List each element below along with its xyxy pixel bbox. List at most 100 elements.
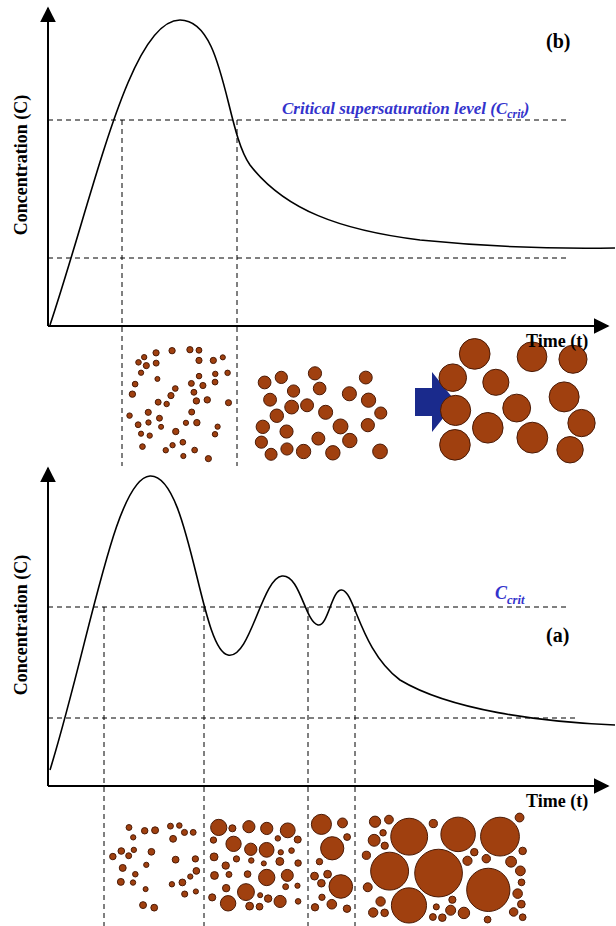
particle: [368, 834, 380, 846]
particle: [196, 357, 202, 363]
particle: [142, 355, 147, 360]
particle: [127, 413, 132, 418]
particle: [192, 856, 198, 862]
particle: [212, 432, 217, 437]
particle: [343, 433, 357, 447]
particle: [177, 823, 183, 829]
particle: [519, 914, 526, 921]
particle: [135, 422, 141, 428]
particle: [181, 453, 186, 458]
axis-title: Concentration (C): [12, 95, 32, 235]
particle: [258, 376, 271, 389]
particle: [359, 371, 372, 384]
particle: [192, 447, 198, 453]
critical-level-label: Critical supersaturation level (Ccrit): [282, 100, 529, 121]
particle: [324, 870, 332, 878]
particle: [333, 419, 348, 434]
particle: [169, 348, 175, 354]
particle: [295, 883, 300, 888]
particle: [319, 405, 333, 419]
particle: [126, 853, 132, 859]
particle: [183, 420, 188, 425]
particle: [342, 387, 356, 401]
particles: [110, 339, 596, 923]
particle: [285, 400, 299, 414]
particle: [138, 431, 143, 436]
particle: [481, 817, 520, 856]
label-text: (b): [546, 30, 570, 52]
label-text: Time (t): [526, 331, 588, 351]
particle: [439, 914, 447, 922]
particle: [369, 908, 378, 917]
particle: [361, 393, 375, 407]
particle: [312, 432, 325, 445]
particle: [391, 818, 428, 855]
particle: [518, 879, 525, 886]
particle: [136, 360, 142, 366]
particle: [226, 872, 232, 878]
particle: [153, 360, 159, 366]
particle: [483, 369, 509, 395]
particle: [170, 835, 177, 842]
particle: [210, 853, 218, 861]
subscript: crit: [507, 593, 525, 607]
particle: [245, 843, 257, 855]
particle: [449, 896, 456, 903]
particle: [568, 409, 595, 436]
particle: [329, 875, 353, 899]
particle: [344, 834, 351, 841]
particle: [343, 905, 350, 912]
particle: [433, 904, 439, 910]
particle: [196, 347, 202, 353]
particle: [381, 909, 389, 917]
particle: [119, 864, 126, 871]
particle: [371, 852, 409, 890]
particle: [133, 871, 139, 877]
particle: [153, 350, 159, 356]
particle: [338, 818, 348, 828]
x-axis: [48, 325, 608, 327]
particle: [281, 869, 293, 881]
particle: [222, 862, 229, 869]
particle: [319, 894, 325, 900]
particle: [181, 829, 187, 835]
particle: [463, 856, 472, 865]
particle: [446, 905, 456, 915]
particle: [415, 849, 463, 897]
particle: [513, 889, 523, 899]
particle: [155, 399, 161, 405]
particle: [172, 386, 178, 392]
particle: [143, 363, 149, 369]
particle: [225, 370, 230, 375]
particle: [308, 367, 321, 380]
label-text: ): [524, 99, 530, 118]
particle: [261, 861, 266, 866]
particle: [549, 382, 579, 412]
particle: [256, 903, 263, 910]
particle: [509, 908, 518, 917]
label-text: Time (t): [526, 791, 588, 811]
particle: [264, 393, 277, 406]
particle: [376, 897, 385, 906]
particle: [140, 902, 147, 909]
particle: [222, 884, 229, 891]
particle: [110, 853, 116, 859]
particle: [439, 364, 467, 392]
particle: [471, 848, 478, 855]
particle: [316, 858, 322, 864]
particle: [295, 860, 301, 866]
particle: [164, 401, 169, 406]
guide-lines: [48, 607, 578, 926]
particle: [473, 412, 504, 443]
particle: [301, 399, 314, 412]
particle: [148, 848, 155, 855]
particle: [155, 376, 160, 381]
particle: [213, 371, 218, 376]
particle: [182, 891, 188, 897]
particle: [557, 437, 583, 463]
label-text: Critical supersaturation level (C: [282, 99, 507, 118]
label-text: Concentration (C): [11, 555, 31, 695]
particle: [283, 884, 289, 890]
particle: [211, 872, 219, 880]
